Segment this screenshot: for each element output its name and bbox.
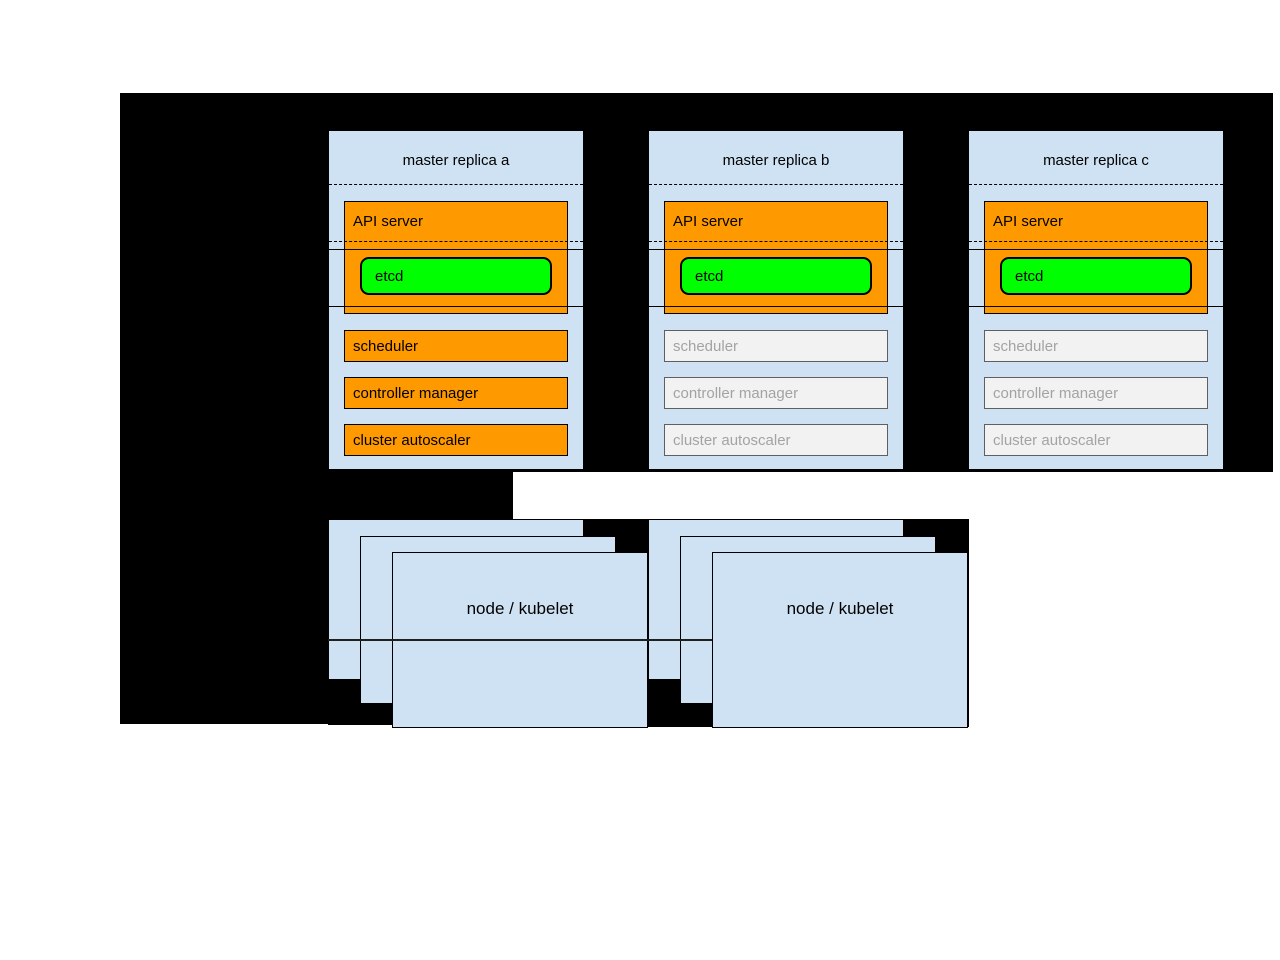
api-server-box: API server etcd (344, 201, 568, 314)
node-divider-line (328, 639, 713, 641)
node-kubelet-label: node / kubelet (786, 599, 894, 618)
cluster-autoscaler-box: cluster autoscaler (344, 424, 568, 456)
boundary-line-solid (649, 249, 903, 250)
boundary-line-dashed (969, 184, 1223, 185)
boundary-line-dashed (329, 241, 583, 242)
master-replica-b-box: master replica b API server etcd schedul… (648, 130, 904, 470)
boundary-line-solid (329, 306, 583, 307)
etcd-box: etcd (680, 257, 872, 295)
controller-manager-box: controller manager (344, 377, 568, 409)
scheduler-box: scheduler (984, 330, 1208, 362)
node-kubelet-label: node / kubelet (466, 599, 574, 618)
replica-title: master replica c (1043, 152, 1149, 169)
api-server-label: API server (353, 213, 424, 230)
boundary-line-dashed (649, 184, 903, 185)
cluster-autoscaler-box: cluster autoscaler (664, 424, 888, 456)
replica-title: master replica a (402, 152, 510, 169)
api-server-label: API server (673, 213, 744, 230)
scheduler-box: scheduler (344, 330, 568, 362)
cluster-autoscaler-box: cluster autoscaler (984, 424, 1208, 456)
boundary-line-solid (649, 306, 903, 307)
node-box-front: node / kubelet (712, 552, 968, 728)
api-server-label: API server (993, 213, 1064, 230)
controller-manager-box: controller manager (984, 377, 1208, 409)
etcd-box: etcd (1000, 257, 1192, 295)
api-server-box: API server etcd (664, 201, 888, 314)
api-server-box: API server etcd (984, 201, 1208, 314)
etcd-box: etcd (360, 257, 552, 295)
replica-title: master replica b (722, 152, 830, 169)
boundary-line-dashed (329, 184, 583, 185)
boundary-line-solid (969, 306, 1223, 307)
boundary-line-solid (329, 249, 583, 250)
boundary-line-dashed (969, 241, 1223, 242)
boundary-line-dashed (649, 241, 903, 242)
controller-manager-box: controller manager (664, 377, 888, 409)
scheduler-box: scheduler (664, 330, 888, 362)
boundary-line-solid (969, 249, 1223, 250)
master-replica-a-box: master replica a API server etcd schedul… (328, 130, 584, 470)
master-replica-c-box: master replica c API server etcd schedul… (968, 130, 1224, 470)
